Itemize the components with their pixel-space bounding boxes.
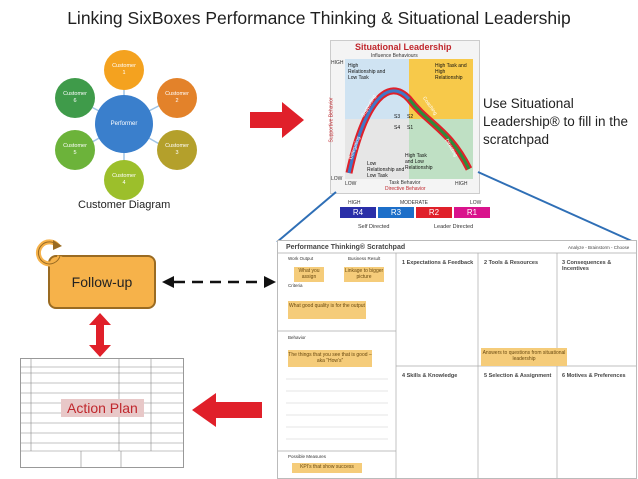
follow-up-box: Follow-up <box>48 255 156 309</box>
scratchpad-behavior: Behavior <box>288 335 306 340</box>
scratchpad-box-4: 4 Skills & Knowledge <box>402 373 458 379</box>
sl-y-high: HIGH <box>331 60 344 66</box>
scratchpad-criteria: Criteria <box>288 283 303 288</box>
sl-x-low: LOW <box>345 181 357 187</box>
action-plan-document: Action Plan <box>20 358 184 468</box>
situational-leadership-note: Use Situational Leadership® to fill in t… <box>483 96 629 147</box>
follow-up-label: Follow-up <box>71 274 133 290</box>
sl-style-s4: S4 <box>394 125 401 131</box>
sl-style-s2: S2 <box>407 114 414 120</box>
scratchpad-box-5: 5 Selection & Assignment <box>484 373 552 379</box>
sl-q-bottom-right: High Task and Low Relationship <box>405 153 433 171</box>
situational-leadership-model: Situational Leadership Influence Behavio… <box>328 40 480 194</box>
arrow-right-icon <box>250 102 304 138</box>
scratchpad-header-right: Analyze - Brainstorm - Choose <box>568 245 630 250</box>
page-title: Linking SixBoxes Performance Thinking & … <box>67 8 571 28</box>
sl-style-s1: S1 <box>407 125 414 131</box>
tag-kpis: KPI’s that show success <box>292 463 362 473</box>
performer-node: Performer <box>95 95 153 153</box>
action-plan-label: Action Plan <box>61 399 144 417</box>
tag-what-you-assign: What you assign <box>294 267 324 282</box>
dashed-double-arrow-icon <box>162 276 276 288</box>
tag-answers: Answers to questions from situational le… <box>481 348 567 366</box>
customer-node-6: Customer 6 <box>55 78 95 118</box>
sl-style-s3: S3 <box>394 114 401 120</box>
scratchpad-box-6: 6 Motives & Preferences <box>562 373 626 379</box>
scratchpad-col-work-output: Work Output <box>288 256 314 261</box>
readiness-r4: R4 <box>340 207 376 218</box>
readiness-r2: R2 <box>416 207 452 218</box>
customer-node-5: Customer 5 <box>55 130 95 170</box>
sl-y-low: LOW <box>331 176 343 182</box>
leader-directed-label: Leader Directed <box>434 224 474 230</box>
sl-q-top-left: High Relationship and Low Task <box>348 63 386 81</box>
refresh-icon <box>35 239 63 267</box>
scratchpad-measures: Possible Measures <box>288 454 327 459</box>
sl-x-high: HIGH <box>455 181 468 187</box>
scale-header-high: HIGH <box>348 200 361 206</box>
readiness-r1: R1 <box>454 207 490 218</box>
tag-good-quality: What good quality is for the output <box>288 301 366 319</box>
sl-x-axis-label: Task Behavior <box>389 180 421 186</box>
sl-q-top-right: High Task and High Relationship <box>435 63 467 81</box>
tag-linkage: Linkage to bigger picture <box>344 267 384 282</box>
customer-diagram-caption: Customer Diagram <box>78 199 171 211</box>
arrow-left-icon <box>192 393 262 427</box>
scratchpad-box-2: 2 Tools & Resources <box>484 260 538 266</box>
sl-title: Situational Leadership <box>355 42 452 52</box>
readiness-r3: R3 <box>378 207 414 218</box>
sl-x-axis-label-2: Directive Behavior <box>385 186 426 192</box>
customer-diagram: Customer 1 Customer 2 Customer 3 Custome… <box>0 0 250 215</box>
sl-subtitle: Influence Behaviours <box>371 53 418 59</box>
vertical-double-arrow-icon <box>89 313 111 357</box>
scale-header-low: LOW <box>470 200 482 206</box>
self-directed-label: Self Directed <box>358 224 390 230</box>
customer-node-2: Customer 2 <box>157 78 197 118</box>
readiness-scale: HIGH MODERATE LOW R4 R3 R2 R1 Self Direc… <box>338 200 494 236</box>
sl-quadrant-chart <box>345 59 473 179</box>
scratchpad-col-business-result: Business Result <box>348 256 381 261</box>
customer-node-3: Customer 3 <box>157 130 197 170</box>
scratchpad-box-1: 1 Expectations & Feedback <box>402 260 474 266</box>
sl-q-bottom-left: Low Relationship and Low Task <box>367 161 405 179</box>
customer-node-4: Customer 4 <box>104 160 144 200</box>
sl-y-axis-label: Supportive Behavior <box>328 97 335 143</box>
tag-things-you-see: The things that you see that is good – a… <box>288 350 372 367</box>
performance-thinking-scratchpad: Performance Thinking® Scratchpad Analyze… <box>277 240 637 479</box>
scratchpad-title: Performance Thinking® Scratchpad <box>286 244 406 251</box>
scratchpad-box-3: 3 Consequences & Incentives <box>562 260 612 272</box>
scale-header-moderate: MODERATE <box>400 200 428 206</box>
customer-node-1: Customer 1 <box>104 50 144 90</box>
